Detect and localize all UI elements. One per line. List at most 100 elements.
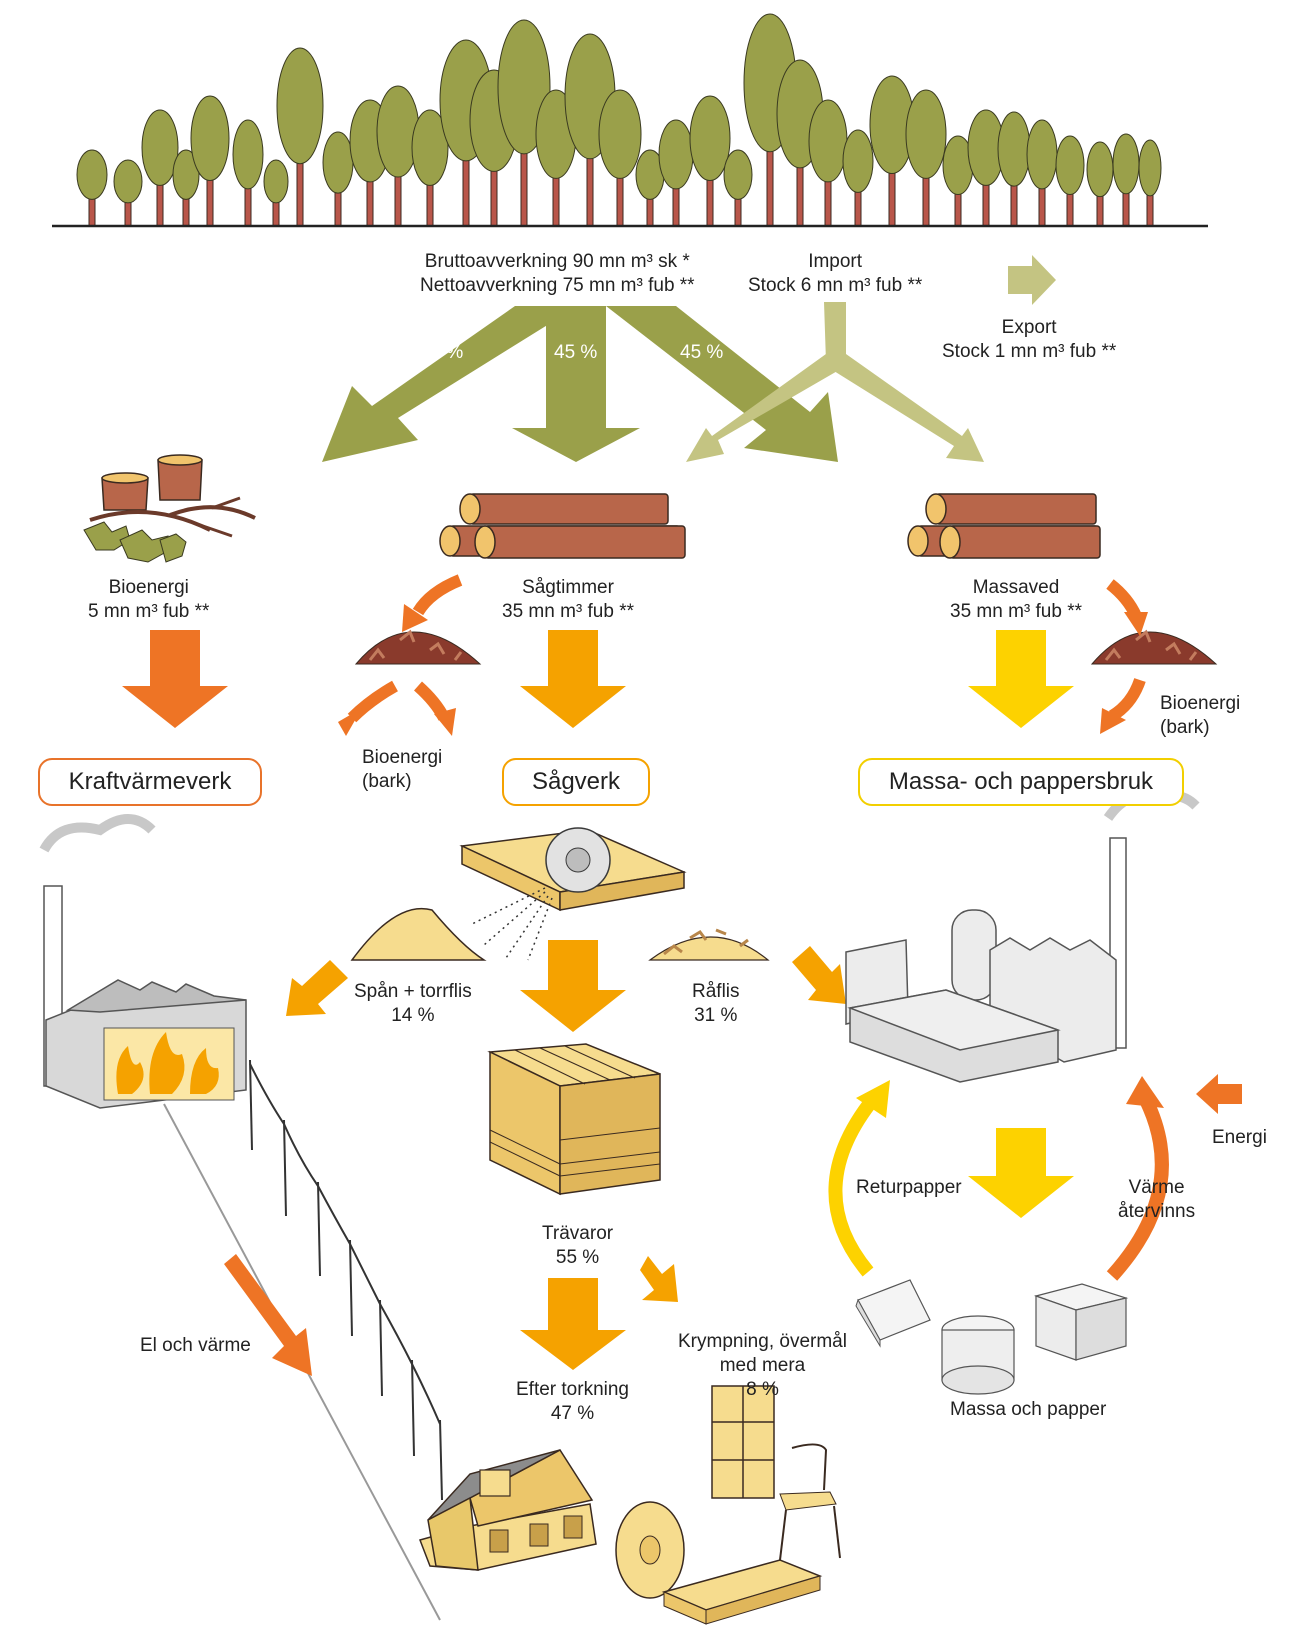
shrink-value: 8 % xyxy=(746,1379,779,1400)
import-arrow xyxy=(686,302,984,462)
heat-recovery-label: Värme återvinns xyxy=(1118,1176,1195,1224)
box-kraftvarmeverk: Kraftvärmeverk xyxy=(38,758,262,806)
shavings-label: Spån + torrflis 14 % xyxy=(354,980,472,1028)
pulp-mill-illustration xyxy=(845,790,1200,1083)
arrow-bioenergy-to-kraft xyxy=(122,630,228,728)
chips-label: Råflis 31 % xyxy=(692,980,740,1028)
arrow-sagverk-to-timber xyxy=(520,940,626,1032)
forest-illustration xyxy=(76,13,1162,227)
tree-crown xyxy=(276,47,324,165)
import-title: Import xyxy=(808,251,863,272)
bark-arrowheads xyxy=(338,604,1148,736)
shavings-value: 14 % xyxy=(391,1005,435,1026)
harvest-gross: Bruttoavverkning 90 mn m³ sk * xyxy=(424,251,690,272)
dried-title: Efter torkning xyxy=(516,1379,629,1400)
export-value: Stock 1 mn m³ fub ** xyxy=(942,341,1117,362)
bark-mid-label: Bioenergi (bark) xyxy=(362,746,442,794)
timber-stack-illustration xyxy=(487,1043,661,1196)
arrow-chips-to-massa xyxy=(792,946,846,1004)
sawmill-illustration xyxy=(459,827,687,961)
export-title: Export xyxy=(1001,317,1057,338)
harvest-net: Nettoavverkning 75 mn m³ fub ** xyxy=(420,275,695,296)
tree-crown xyxy=(997,111,1031,187)
arrow-to-sawlogs xyxy=(512,306,640,462)
power-heat-label: El och värme xyxy=(140,1335,251,1356)
timber-label: Trävaror 55 % xyxy=(542,1222,613,1270)
shrink-line1: Krympning, övermål xyxy=(678,1331,847,1352)
tree-crown xyxy=(263,159,289,204)
tree-crown xyxy=(76,149,108,200)
tree-crown xyxy=(1138,139,1162,197)
tree-crown xyxy=(808,99,848,183)
bark-mid-line2: (bark) xyxy=(362,771,412,792)
heat-line1: Värme xyxy=(1128,1177,1185,1198)
arrow-mill-to-paper xyxy=(968,1128,1074,1218)
chips-title: Råflis xyxy=(692,981,740,1002)
split-percent-bioenergy: 10 % xyxy=(420,342,464,363)
bioenergy-left-label: Bioenergi 5 mn m³ fub ** xyxy=(88,576,209,624)
arrow-to-pulpwood xyxy=(606,306,838,462)
tree-crown xyxy=(113,159,143,204)
bark-right-line1: Bioenergi xyxy=(1160,693,1241,714)
arrow-pulpwood-to-massa xyxy=(968,630,1074,728)
split-percent-pulpwood: 45 % xyxy=(680,342,724,363)
house-illustration xyxy=(419,1449,597,1571)
shavings-title: Spån + torrflis xyxy=(354,981,472,1002)
arrow-power-to-house xyxy=(224,1254,312,1376)
chips-pile xyxy=(648,928,770,961)
harvest-arrows xyxy=(322,306,838,462)
recycled-paper-label: Returpapper xyxy=(856,1177,962,1198)
shrink-line2: med mera xyxy=(719,1355,806,1376)
pulpwood-value: 35 mn m³ fub ** xyxy=(950,601,1082,622)
arrow-timber-to-shrinkage xyxy=(640,1256,678,1302)
bioenergy-left-title: Bioenergi xyxy=(108,577,189,598)
tree-crown xyxy=(190,95,230,181)
tree-crown xyxy=(842,129,874,193)
box-massa-pappersbruk: Massa- och pappersbruk xyxy=(858,758,1184,806)
import-value: Stock 6 mn m³ fub ** xyxy=(748,275,923,296)
sawlog-pile-illustration xyxy=(439,493,686,559)
power-line-poles xyxy=(249,1059,443,1501)
bioenergy-left-value: 5 mn m³ fub ** xyxy=(88,601,210,622)
tree-crown xyxy=(723,149,753,200)
bark-pile-right xyxy=(1090,629,1218,665)
recycled-arrowhead xyxy=(856,1080,890,1118)
shavings-pile xyxy=(350,907,487,961)
bark-pile-mid xyxy=(354,629,482,665)
paper-products-illustration xyxy=(855,1279,1129,1395)
timber-title: Trävaror xyxy=(542,1223,614,1244)
sawlogs-title: Sågtimmer xyxy=(522,577,614,598)
chips-value: 31 % xyxy=(694,1005,738,1026)
tree-crown xyxy=(905,89,947,179)
heat-arrowhead xyxy=(1126,1076,1164,1108)
bark-right-label: Bioenergi (bark) xyxy=(1160,692,1240,740)
import-label: Import Stock 6 mn m³ fub ** xyxy=(748,250,922,298)
energy-arrow xyxy=(1196,1074,1242,1114)
arrow-sawlogs-to-sagverk xyxy=(520,630,626,728)
tree-crown xyxy=(598,89,642,179)
wood-products-illustration xyxy=(615,1385,841,1625)
pulpwood-label: Massaved 35 mn m³ fub ** xyxy=(950,576,1082,624)
pulpwood-title: Massaved xyxy=(972,577,1060,598)
arrow-to-bioenergy xyxy=(322,306,578,462)
shrink-label: Krympning, övermål med mera 8 % xyxy=(678,1330,847,1402)
timber-value: 55 % xyxy=(555,1247,600,1268)
pulpwood-pile-illustration xyxy=(907,493,1101,559)
box-sagverk: Sågverk xyxy=(502,758,650,806)
tree-crown xyxy=(1026,119,1058,190)
export-label: Export Stock 1 mn m³ fub ** xyxy=(942,316,1116,364)
tree-crown xyxy=(1112,133,1140,195)
tree-crown xyxy=(689,95,731,181)
tree-crown xyxy=(141,109,179,186)
bark-mid-line1: Bioenergi xyxy=(362,747,443,768)
stumps-branches-illustration xyxy=(83,454,256,563)
tree-crown xyxy=(172,149,200,200)
sawlogs-value: 35 mn m³ fub ** xyxy=(502,601,634,622)
arrow-shavings-to-kraft xyxy=(286,960,348,1016)
tree-crown xyxy=(1055,135,1085,195)
bark-right-line2: (bark) xyxy=(1160,717,1210,738)
tree-crown xyxy=(232,119,264,190)
dried-value: 47 % xyxy=(550,1403,595,1424)
tree-crown xyxy=(322,131,354,194)
